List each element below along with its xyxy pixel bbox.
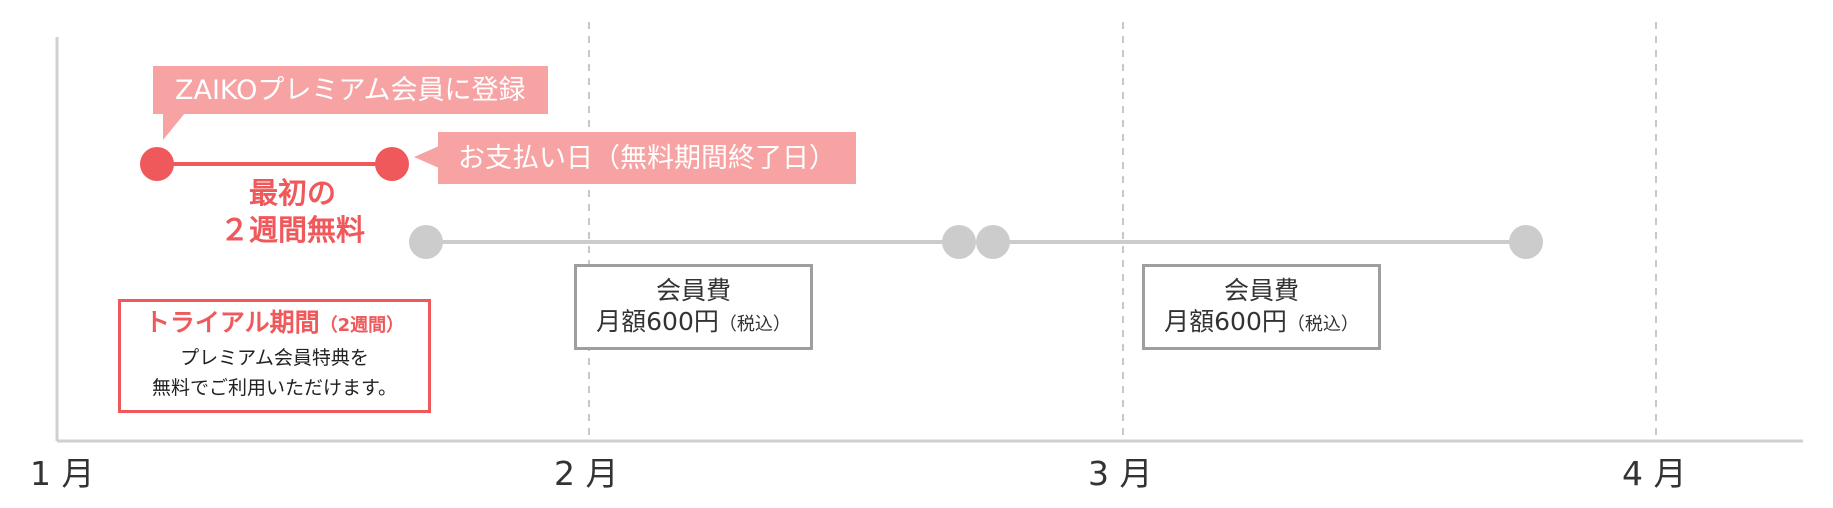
payment-date-callout-text: お支払い日（無料期間終了日） — [458, 142, 836, 174]
free-period-label-line2: ２週間無料 — [219, 213, 365, 247]
registration-callout: ZAIKOプレミアム会員に登録 — [153, 66, 548, 140]
trial-period-heading-text: トライアル期間 — [144, 308, 320, 337]
fee-tax-note: （税込） — [1286, 314, 1359, 335]
fee-tax-note: （税込） — [718, 314, 791, 335]
paid-period-1-end-dot — [942, 225, 976, 259]
free-period-label: 最初の ２週間無料 — [150, 175, 435, 249]
fee-amount: 月額600円 — [596, 307, 719, 336]
trial-period-desc-line2: 無料でご利用いただけます。 — [151, 377, 398, 399]
trial-period-desc-line1: プレミアム会員特典を — [180, 347, 369, 369]
fee-title: 会員費 — [1223, 276, 1299, 305]
month-label-feb: 2 月 — [554, 454, 619, 493]
trial-period-box: トライアル期間（2週間） プレミアム会員特典を 無料でご利用いただけます。 — [118, 299, 431, 413]
payment-date-callout-tail — [414, 146, 439, 168]
month-label-apr: 4 月 — [1622, 454, 1687, 493]
fee-amount-line: 月額600円（税込） — [1145, 306, 1378, 341]
trial-period-heading: トライアル期間（2週間） — [121, 306, 428, 343]
trial-period-duration: （2週間） — [319, 315, 405, 336]
paid-period-1-start-dot — [409, 225, 443, 259]
month-label-jan: 1 月 — [30, 454, 95, 493]
fee-amount: 月額600円 — [1164, 307, 1287, 336]
fee-amount-line: 月額600円（税込） — [577, 306, 810, 341]
membership-fee-box-mar: 会員費 月額600円（税込） — [1142, 264, 1381, 350]
registration-dot — [140, 147, 174, 181]
registration-callout-tail — [163, 113, 185, 140]
payment-date-callout: お支払い日（無料期間終了日） — [414, 132, 856, 184]
paid-period-2-start-dot — [976, 225, 1010, 259]
paid-period-2-end-dot — [1509, 225, 1543, 259]
registration-callout-text: ZAIKOプレミアム会員に登録 — [175, 74, 526, 106]
fee-title: 会員費 — [655, 276, 731, 305]
free-period-label-line1: 最初の — [248, 176, 336, 210]
payment-date-dot — [375, 147, 409, 181]
month-label-mar: 3 月 — [1088, 454, 1153, 493]
membership-fee-box-feb: 会員費 月額600円（税込） — [574, 264, 813, 350]
